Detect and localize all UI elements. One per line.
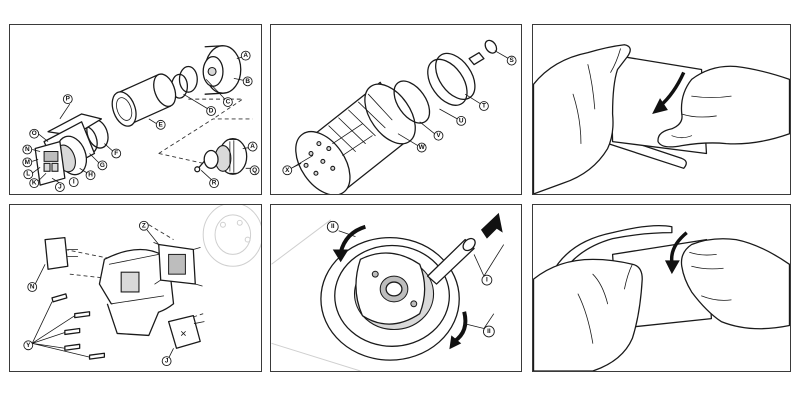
callout-v: V xyxy=(433,130,444,141)
svg-text:G: G xyxy=(100,162,105,169)
panel-exploded-battery: S T U V W X xyxy=(270,24,522,195)
svg-text:O: O xyxy=(32,130,37,137)
svg-text:M: M xyxy=(25,159,30,166)
callout-i: I xyxy=(481,274,493,286)
exploded-bracket-drawing: Z N Y J xyxy=(23,205,261,367)
callout-b: B xyxy=(242,76,253,87)
panel-exploded-body: A B C D E F G H I J K L M N O P Q R A xyxy=(9,24,262,195)
svg-text:N: N xyxy=(25,146,30,153)
callout-n-bracket: N xyxy=(27,282,38,292)
svg-text:N: N xyxy=(30,284,35,291)
svg-text:A: A xyxy=(243,52,248,59)
svg-text:I: I xyxy=(486,277,488,284)
svg-text:Q: Q xyxy=(252,167,257,174)
callout-h: H xyxy=(85,170,96,181)
svg-text:R: R xyxy=(212,180,217,187)
svg-text:U: U xyxy=(459,117,464,124)
exploded-battery-drawing: S T U V W X xyxy=(282,39,517,194)
svg-text:II: II xyxy=(487,328,491,335)
callout-m: M xyxy=(22,157,33,168)
svg-text:V: V xyxy=(436,132,441,139)
callout-a-top: A xyxy=(240,50,251,61)
svg-text:J: J xyxy=(165,358,169,365)
callout-d: D xyxy=(206,106,216,116)
svg-text:S: S xyxy=(509,57,514,64)
callout-j-bracket: J xyxy=(161,356,172,367)
closeup-release-drawing: II I II xyxy=(271,212,505,371)
hands-twist-lower-drawing xyxy=(533,44,790,194)
screw-group xyxy=(51,293,106,360)
svg-text:J: J xyxy=(58,184,62,191)
svg-text:II: II xyxy=(331,223,335,230)
callout-q: Q xyxy=(249,165,260,176)
svg-text:E: E xyxy=(159,121,164,128)
callout-w: W xyxy=(416,142,427,153)
callout-o: O xyxy=(29,128,40,139)
svg-text:P: P xyxy=(66,96,71,103)
callout-g: G xyxy=(97,160,108,171)
callout-c: C xyxy=(223,97,233,107)
svg-text:X: X xyxy=(285,167,290,174)
svg-text:H: H xyxy=(88,172,93,179)
svg-text:D: D xyxy=(209,107,214,114)
callout-z: Z xyxy=(139,220,149,231)
svg-text:F: F xyxy=(114,150,118,157)
svg-text:L: L xyxy=(26,171,30,178)
svg-text:K: K xyxy=(32,180,37,187)
svg-text:Y: Y xyxy=(26,342,31,349)
svg-text:I: I xyxy=(73,179,75,186)
svg-text:W: W xyxy=(419,144,426,151)
callout-j: J xyxy=(55,182,65,192)
callout-k: K xyxy=(29,178,40,189)
callout-r: R xyxy=(209,178,219,189)
callout-u: U xyxy=(456,115,467,126)
callout-y: Y xyxy=(23,340,34,351)
callout-p: P xyxy=(62,94,73,105)
svg-text:Z: Z xyxy=(142,222,146,229)
svg-text:A: A xyxy=(250,143,255,150)
callout-x: X xyxy=(282,165,293,176)
callout-ii-bottom: II xyxy=(483,325,495,338)
svg-text:B: B xyxy=(245,78,250,85)
callout-t: T xyxy=(479,101,489,111)
callout-f: F xyxy=(111,148,122,159)
callout-ii-top: II xyxy=(326,220,339,233)
panel-hands-twist-upper xyxy=(532,204,791,372)
panel-hands-twist-lower xyxy=(532,24,791,195)
svg-text:C: C xyxy=(226,99,231,106)
svg-text:T: T xyxy=(482,103,486,110)
callout-s: S xyxy=(506,55,517,66)
hands-twist-upper-drawing xyxy=(533,224,790,371)
callout-l: L xyxy=(23,169,34,180)
panel-closeup-release: II I II xyxy=(270,204,522,372)
callout-n: N xyxy=(22,144,33,155)
callout-a-bottom: A xyxy=(247,141,258,152)
exploded-body-drawing: A B C D E F G H I J K L M N O P Q R A xyxy=(22,45,260,192)
callout-i: I xyxy=(68,177,79,188)
callout-e: E xyxy=(155,119,166,130)
panel-exploded-bracket: Z N Y J xyxy=(9,204,262,372)
